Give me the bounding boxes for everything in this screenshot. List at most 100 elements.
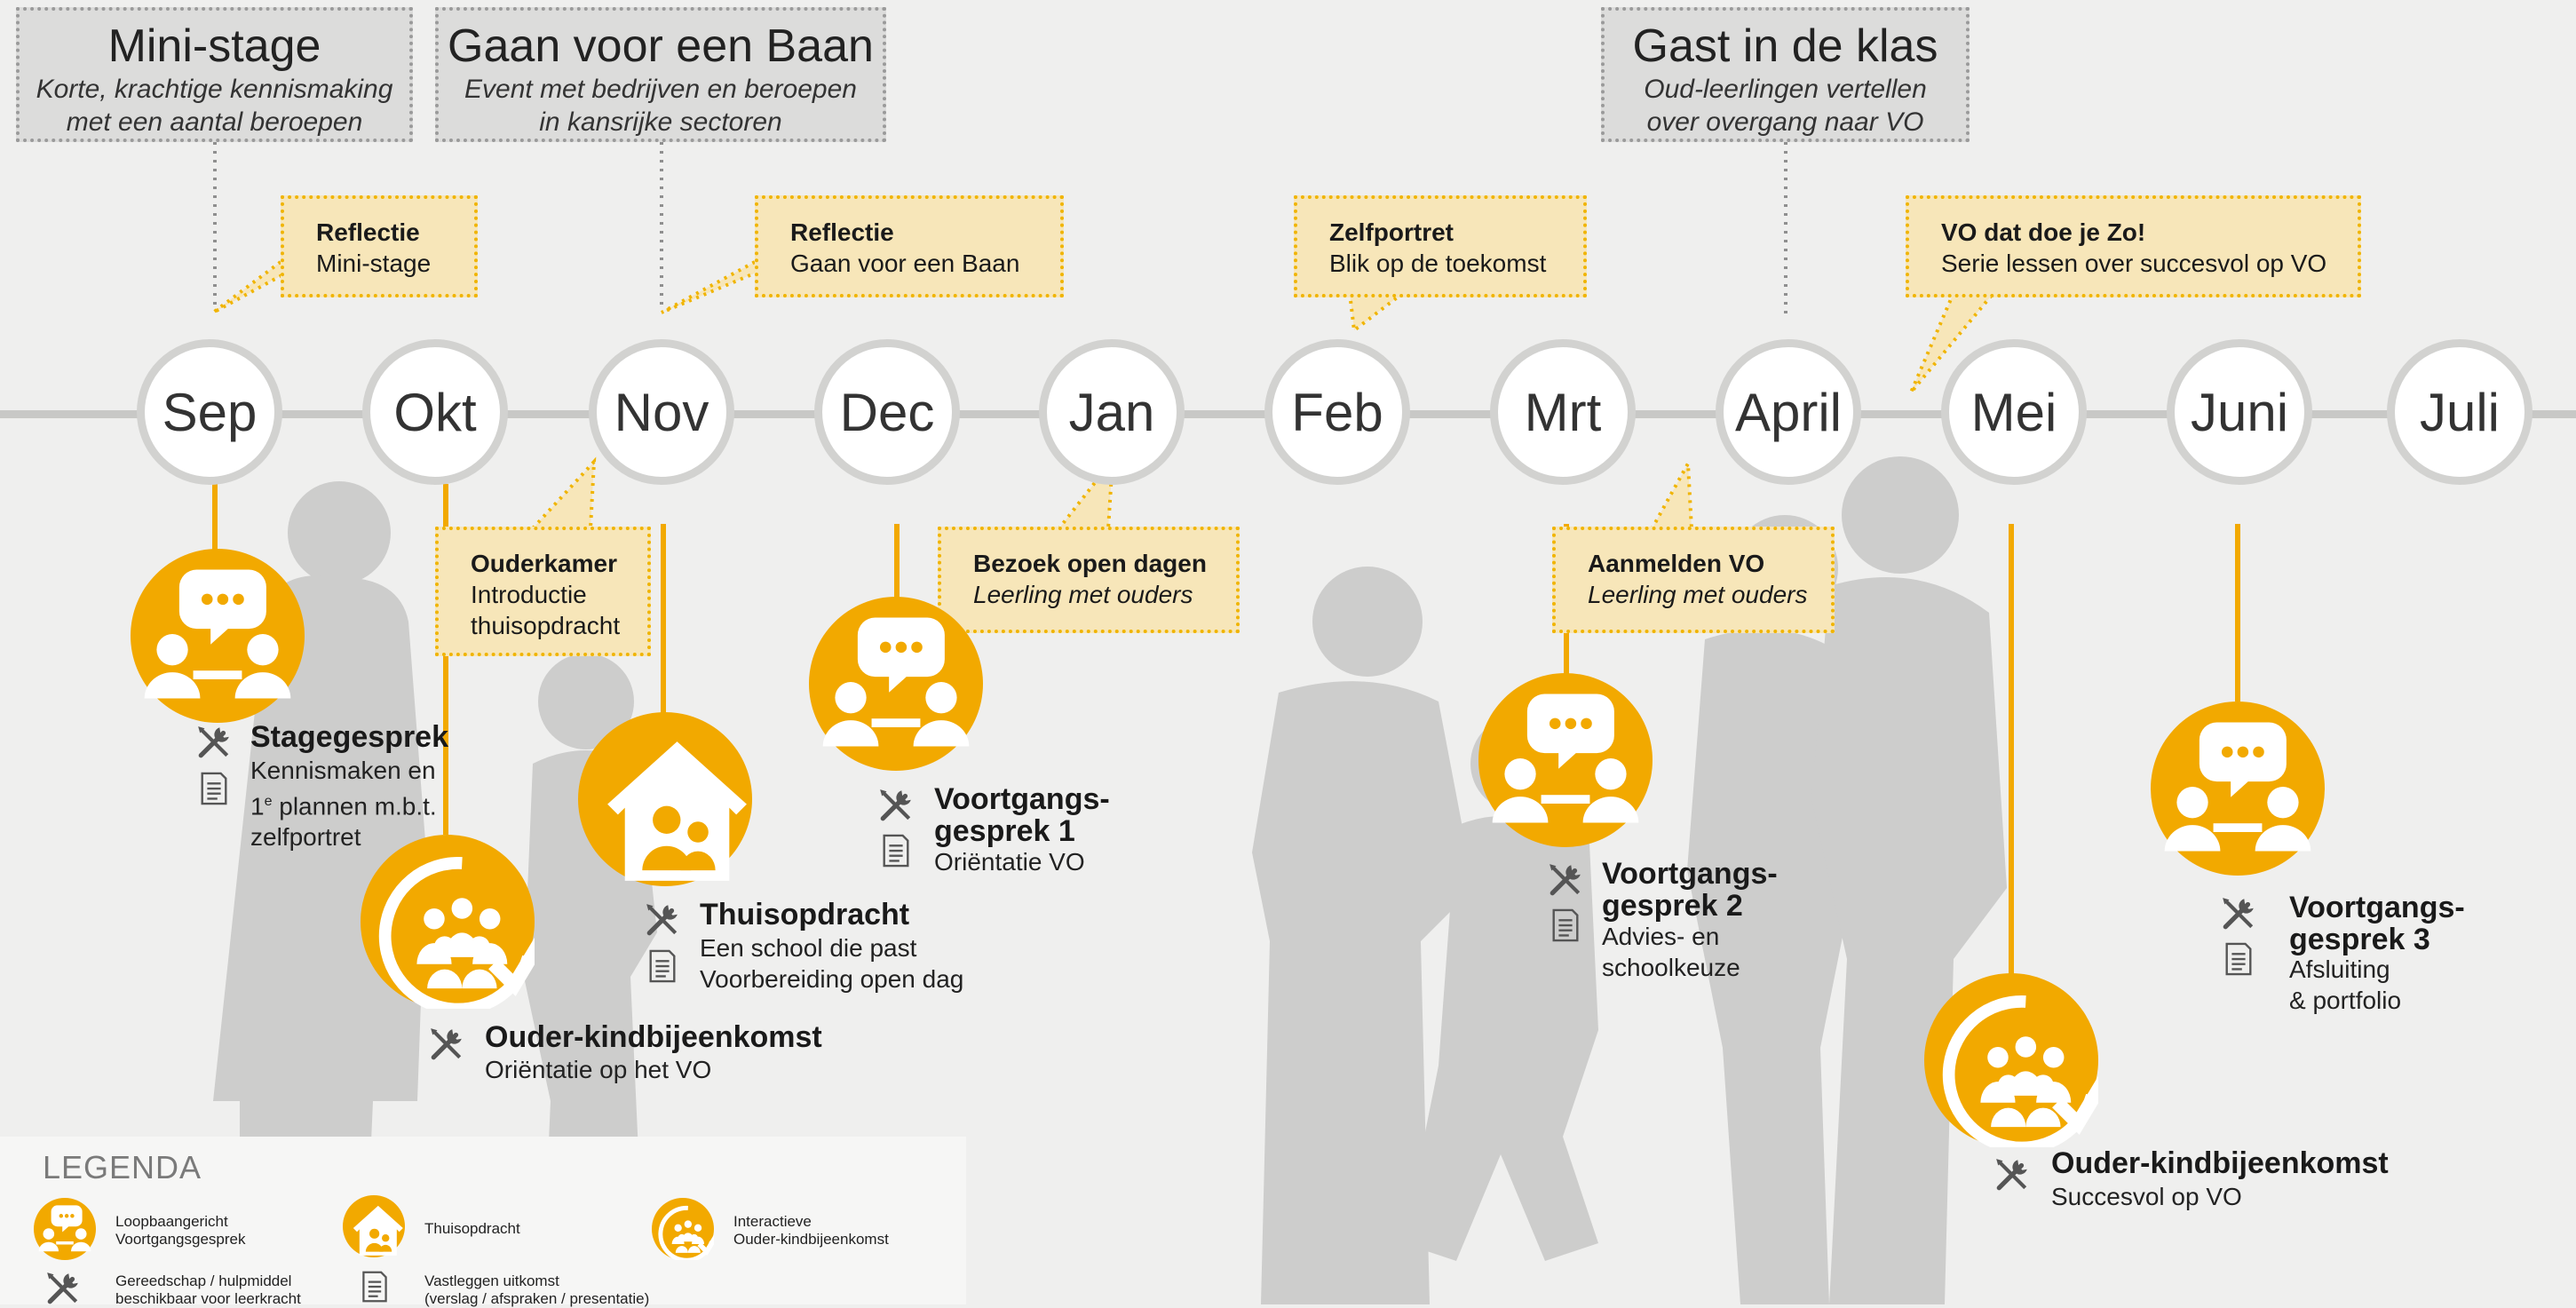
group-cycle-icon (361, 835, 535, 1009)
month-mei: Mei (1941, 339, 2087, 485)
event-line: Een school die past (700, 934, 917, 962)
note-vo-dat-doe-je-zo: VO dat doe je Zo! Serie lessen over succ… (1906, 195, 2361, 297)
legend-label-thuisopdracht: Thuisopdracht (424, 1220, 520, 1237)
group-cycle-icon (1924, 973, 2098, 1147)
month-sep: Sep (137, 339, 282, 485)
note-zelfportret: Zelfportret Blik op de toekomst (1294, 195, 1587, 297)
event-line-part: plannen m.b.t. (272, 792, 437, 820)
note-title: VO dat doe je Zo! (1941, 218, 2146, 246)
note-bezoek-open-dagen: Bezoek open dagen Leerling met ouders (938, 527, 1240, 633)
legend-line: Interactieve (733, 1213, 812, 1230)
legend-line: Voortgangsgesprek (115, 1231, 246, 1248)
legend-line: Ouder-kindbijeenkomst (733, 1231, 889, 1248)
event-text: Afsluiting & portfolio (2289, 954, 2401, 1016)
month-nov: Nov (589, 339, 734, 485)
month-feb: Feb (1264, 339, 1410, 485)
legend-label-tool: Gereedschap / hulpmiddel beschikbaar voo… (115, 1272, 301, 1308)
top-box-line: Korte, krachtige kennismaking (36, 75, 393, 104)
note-text: Blik op de toekomst (1329, 250, 1547, 277)
document-icon (646, 948, 679, 984)
note-title: Bezoek open dagen (973, 550, 1207, 577)
event-title-line: gesprek 3 (2289, 923, 2430, 956)
event-title-line: gesprek 1 (934, 814, 1075, 848)
event-title-line: Voortgangs- (934, 782, 1110, 816)
event-line: zelfportret (250, 823, 361, 852)
house-icon (578, 712, 752, 886)
event-line: Advies- en (1602, 923, 1720, 950)
note-title: Zelfportret (1329, 218, 1454, 246)
event-line-sup: e (264, 794, 273, 809)
conversation-icon (809, 597, 983, 771)
conversation-icon (131, 549, 305, 723)
event-title-line: Voortgangs- (1602, 857, 1778, 891)
month-dec: Dec (814, 339, 960, 485)
top-box-mini-stage: Mini-stage Korte, krachtige kennismaking… (16, 7, 413, 142)
document-icon (2222, 941, 2255, 977)
event-text: Succesvol op VO (2051, 1183, 2242, 1210)
event-line: schoolkeuze (1602, 954, 1740, 981)
document-icon (879, 833, 913, 868)
tool-icon (428, 1026, 465, 1063)
event-title-line: gesprek 2 (1602, 889, 1743, 923)
top-box-title: Gaan voor een Baan (448, 20, 874, 72)
event-title-voortgangsgesprek-1: Voortgangs- gesprek 1 (934, 783, 1110, 847)
tool-icon (877, 787, 915, 824)
legend-label-interactief: Interactieve Ouder-kindbijeenkomst (733, 1213, 889, 1249)
tool-icon (2220, 895, 2257, 932)
month-mrt: Mrt (1490, 339, 1636, 485)
event-line: Voorbereiding open dag (700, 965, 964, 993)
note-reflectie-gaan-voor-een-baan: Reflectie Gaan voor een Baan (755, 195, 1064, 297)
top-box-title: Gast in de klas (1632, 20, 1938, 72)
month-juli: Juli (2387, 339, 2532, 485)
month-okt: Okt (362, 339, 508, 485)
month-juni: Juni (2167, 339, 2312, 485)
note-text: Leerling met ouders (973, 581, 1193, 608)
event-title-thuisopdracht: Thuisopdracht (700, 898, 910, 931)
event-title-ouder-kindbijeenkomst: Ouder-kindbijeenkomst (485, 1020, 822, 1054)
note-text: thuisopdracht (471, 612, 621, 639)
event-text: Oriëntatie VO (934, 848, 1085, 876)
event-title-ouder-kindbijeenkomst: Ouder-kindbijeenkomst (2051, 1146, 2389, 1180)
legend-label-gesprek: Loopbaangericht Voortgangsgesprek (115, 1213, 246, 1249)
note-text: Mini-stage (316, 250, 432, 277)
top-box-line: met een aantal beroepen (66, 107, 363, 137)
event-line: Afsluiting (2289, 955, 2390, 983)
legend-label-document: Vastleggen uitkomst (verslag / afspraken… (424, 1272, 649, 1308)
dotted-connectors (213, 142, 1787, 315)
top-box-gaan-voor-een-baan: Gaan voor een Baan Event met bedrijven e… (435, 7, 886, 142)
note-text: Introductie (471, 581, 587, 608)
conversation-icon (1478, 673, 1653, 847)
top-box-gast-in-de-klas: Gast in de klas Oud-leerlingen vertellen… (1601, 7, 1970, 142)
top-box-line: Oud-leerlingen vertellen (1644, 75, 1927, 104)
note-title: Ouderkamer (471, 550, 617, 577)
legend-line: Gereedschap / hulpmiddel (115, 1272, 292, 1289)
tool-icon (195, 724, 233, 761)
event-title-voortgangsgesprek-2: Voortgangs- gesprek 2 (1602, 858, 1778, 922)
document-icon (1549, 908, 1582, 943)
legend-line: Loopbaangericht (115, 1213, 228, 1230)
conversation-icon (34, 1198, 96, 1260)
document-icon (197, 771, 231, 806)
tool-icon (1993, 1156, 2031, 1193)
house-icon (343, 1195, 405, 1257)
event-line: 1e plannen m.b.t. (250, 786, 437, 821)
note-reflectie-mini-stage: Reflectie Mini-stage (281, 195, 478, 297)
note-text: Serie lessen over succesvol op VO (1941, 250, 2327, 277)
top-box-title: Mini-stage (107, 20, 321, 72)
event-line-part: 1 (250, 792, 265, 820)
note-title: Reflectie (316, 218, 420, 246)
month-april: April (1716, 339, 1861, 485)
legend-line: (verslag / afspraken / presentatie) (424, 1290, 650, 1307)
group-cycle-icon (652, 1198, 714, 1260)
event-text: Een school die past Voorbereiding open d… (700, 932, 963, 995)
month-jan: Jan (1039, 339, 1185, 485)
note-title: Reflectie (790, 218, 894, 246)
tool-icon (43, 1270, 83, 1307)
legend-line: Vastleggen uitkomst (424, 1272, 559, 1289)
legend-title: LEGENDA (43, 1149, 202, 1185)
top-box-line: over overgang naar VO (1646, 107, 1924, 137)
event-line: Kennismaken en (250, 757, 436, 784)
legend: LEGENDA Loopbaangericht Voortgangsgespre… (0, 1137, 966, 1307)
tool-icon (1547, 861, 1584, 899)
note-ouderkamer: Ouderkamer Introductie thuisopdracht (435, 527, 651, 656)
